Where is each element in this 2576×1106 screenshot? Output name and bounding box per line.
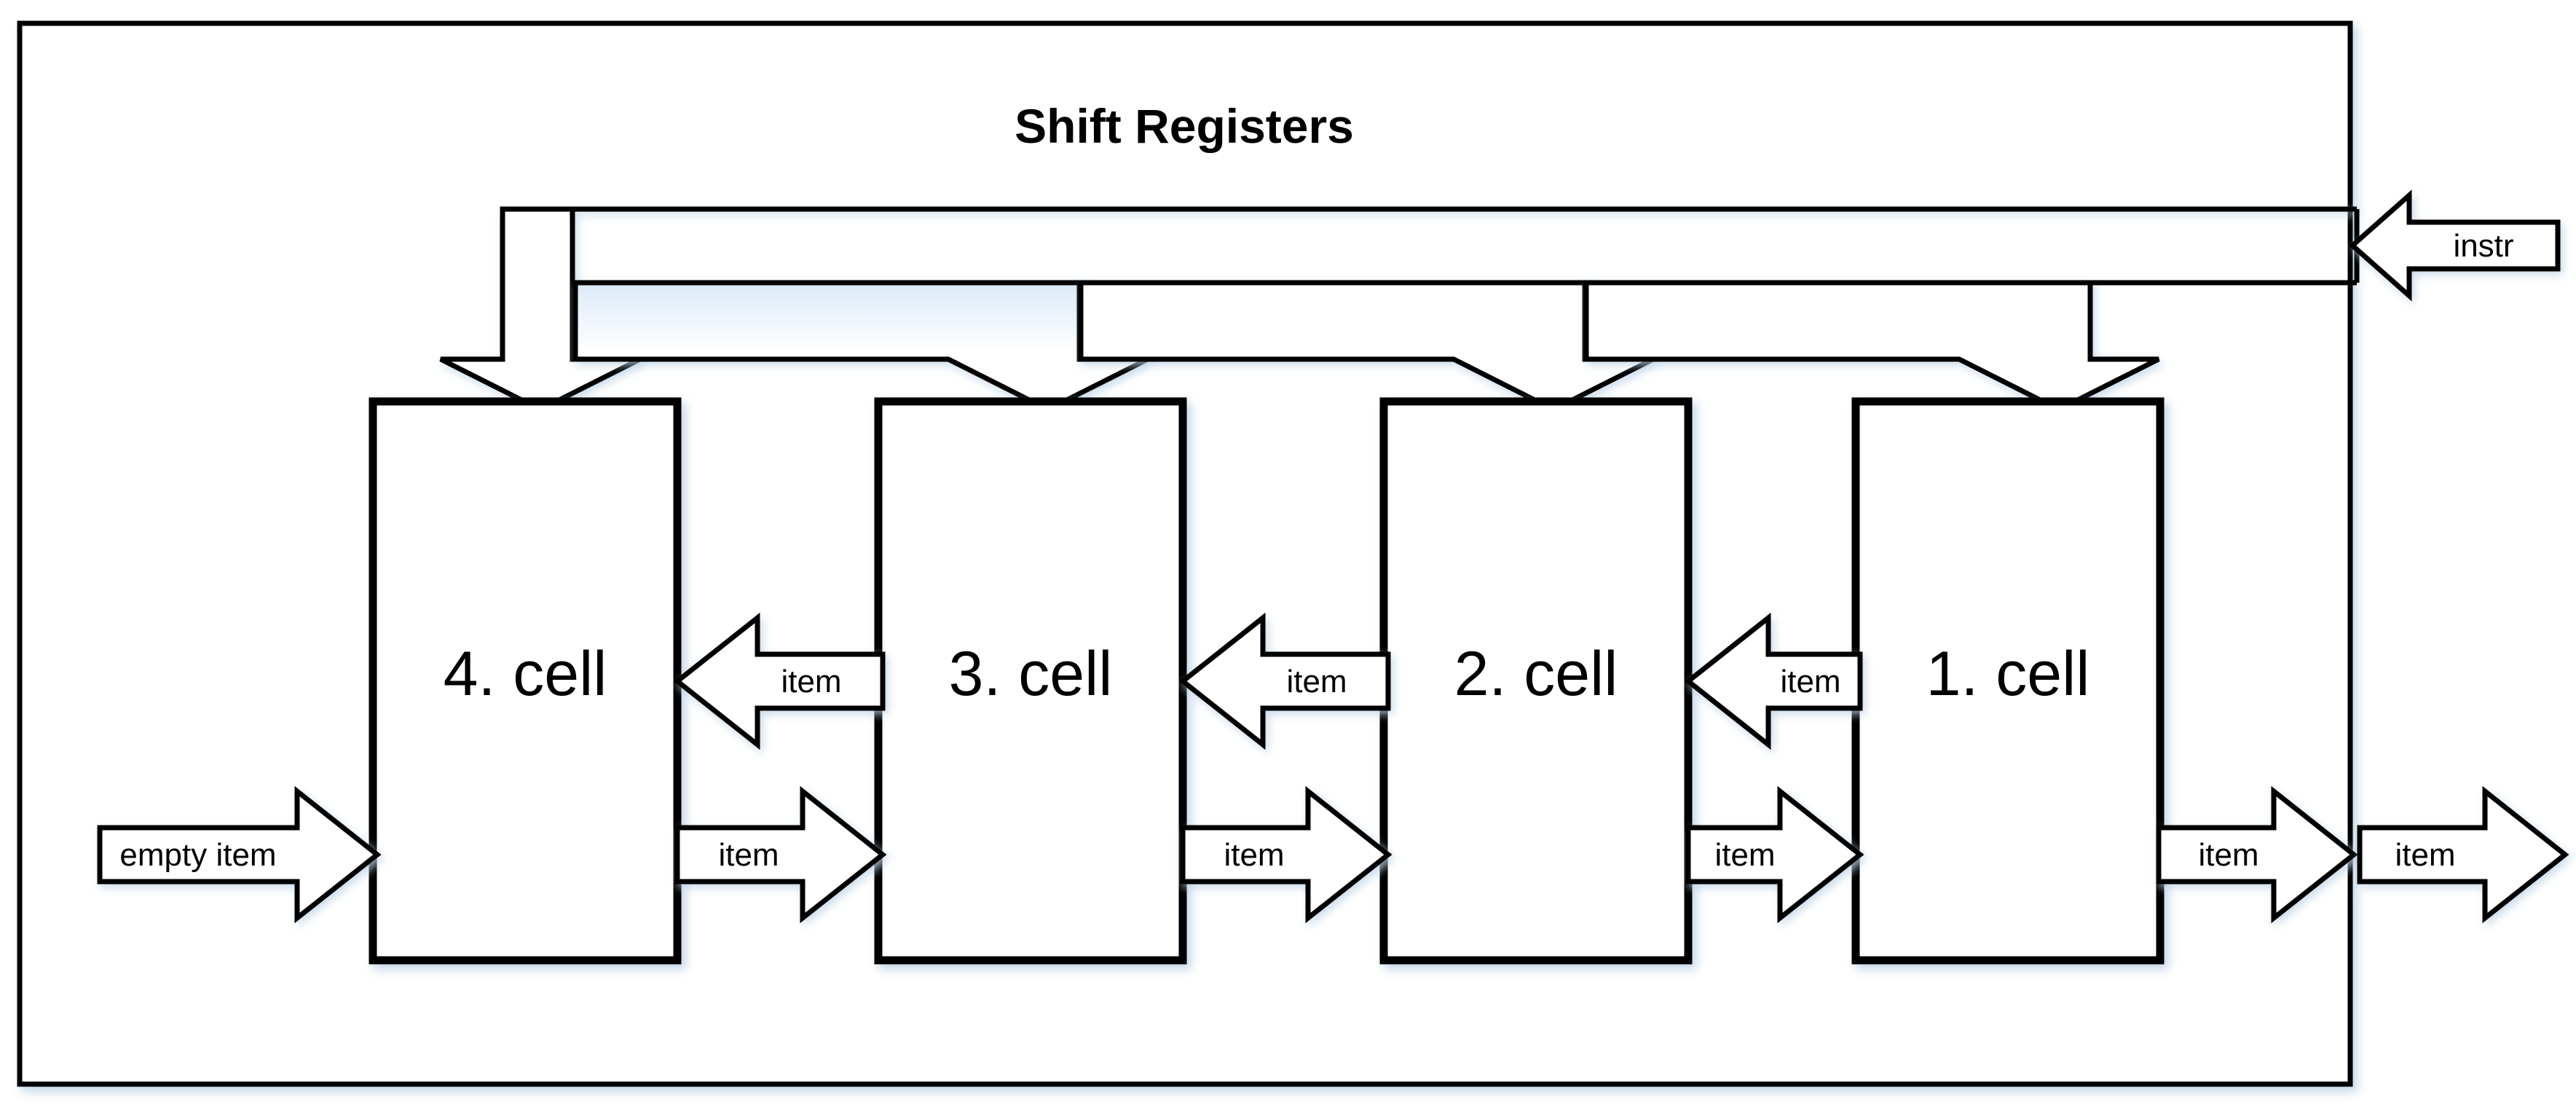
cell-label-3: 3. cell xyxy=(949,639,1113,709)
instr-label: instr xyxy=(2453,228,2513,264)
cell-label-1: 1. cell xyxy=(1926,639,2090,709)
item-label-fwd-2-to-1: item xyxy=(1714,837,1775,873)
item-arrow-output xyxy=(2357,785,2569,924)
instr-input-arrow xyxy=(2348,189,2561,302)
item-label-fwd-4-to-3: item xyxy=(718,837,779,873)
item-arrow-fwd-4-to-3 xyxy=(674,785,887,924)
item-arrow-fwd-out-inner xyxy=(2156,785,2358,924)
item-label-back-1-to-2: item xyxy=(1780,664,1840,699)
item-arrow-back-1-to-2 xyxy=(1684,612,1863,750)
cell-label-2: 2. cell xyxy=(1454,639,1618,709)
empty-item-label: empty item xyxy=(119,837,276,873)
cell-box-3[interactable] xyxy=(874,397,1187,965)
item-label-fwd-out-inner: item xyxy=(2198,837,2258,873)
item-label-back-2-to-3: item xyxy=(1286,664,1347,699)
cell-box-4[interactable] xyxy=(369,397,682,965)
item-arrow-back-3-to-4 xyxy=(673,612,886,750)
item-arrow-fwd-3-to-2 xyxy=(1180,785,1393,924)
item-arrow-back-2-to-3 xyxy=(1178,612,1391,750)
cell-label-4: 4. cell xyxy=(444,639,607,709)
empty-item-input-arrow xyxy=(97,785,382,924)
item-label-back-3-to-4: item xyxy=(781,664,841,699)
item-arrow-fwd-2-to-1 xyxy=(1685,785,1864,924)
item-label-output: item xyxy=(2395,837,2455,873)
cell-box-1[interactable] xyxy=(1851,397,2165,965)
cell-box-2[interactable] xyxy=(1379,397,1693,965)
page-title: Shift Registers xyxy=(1015,99,1354,153)
item-label-fwd-3-to-2: item xyxy=(1224,837,1284,873)
